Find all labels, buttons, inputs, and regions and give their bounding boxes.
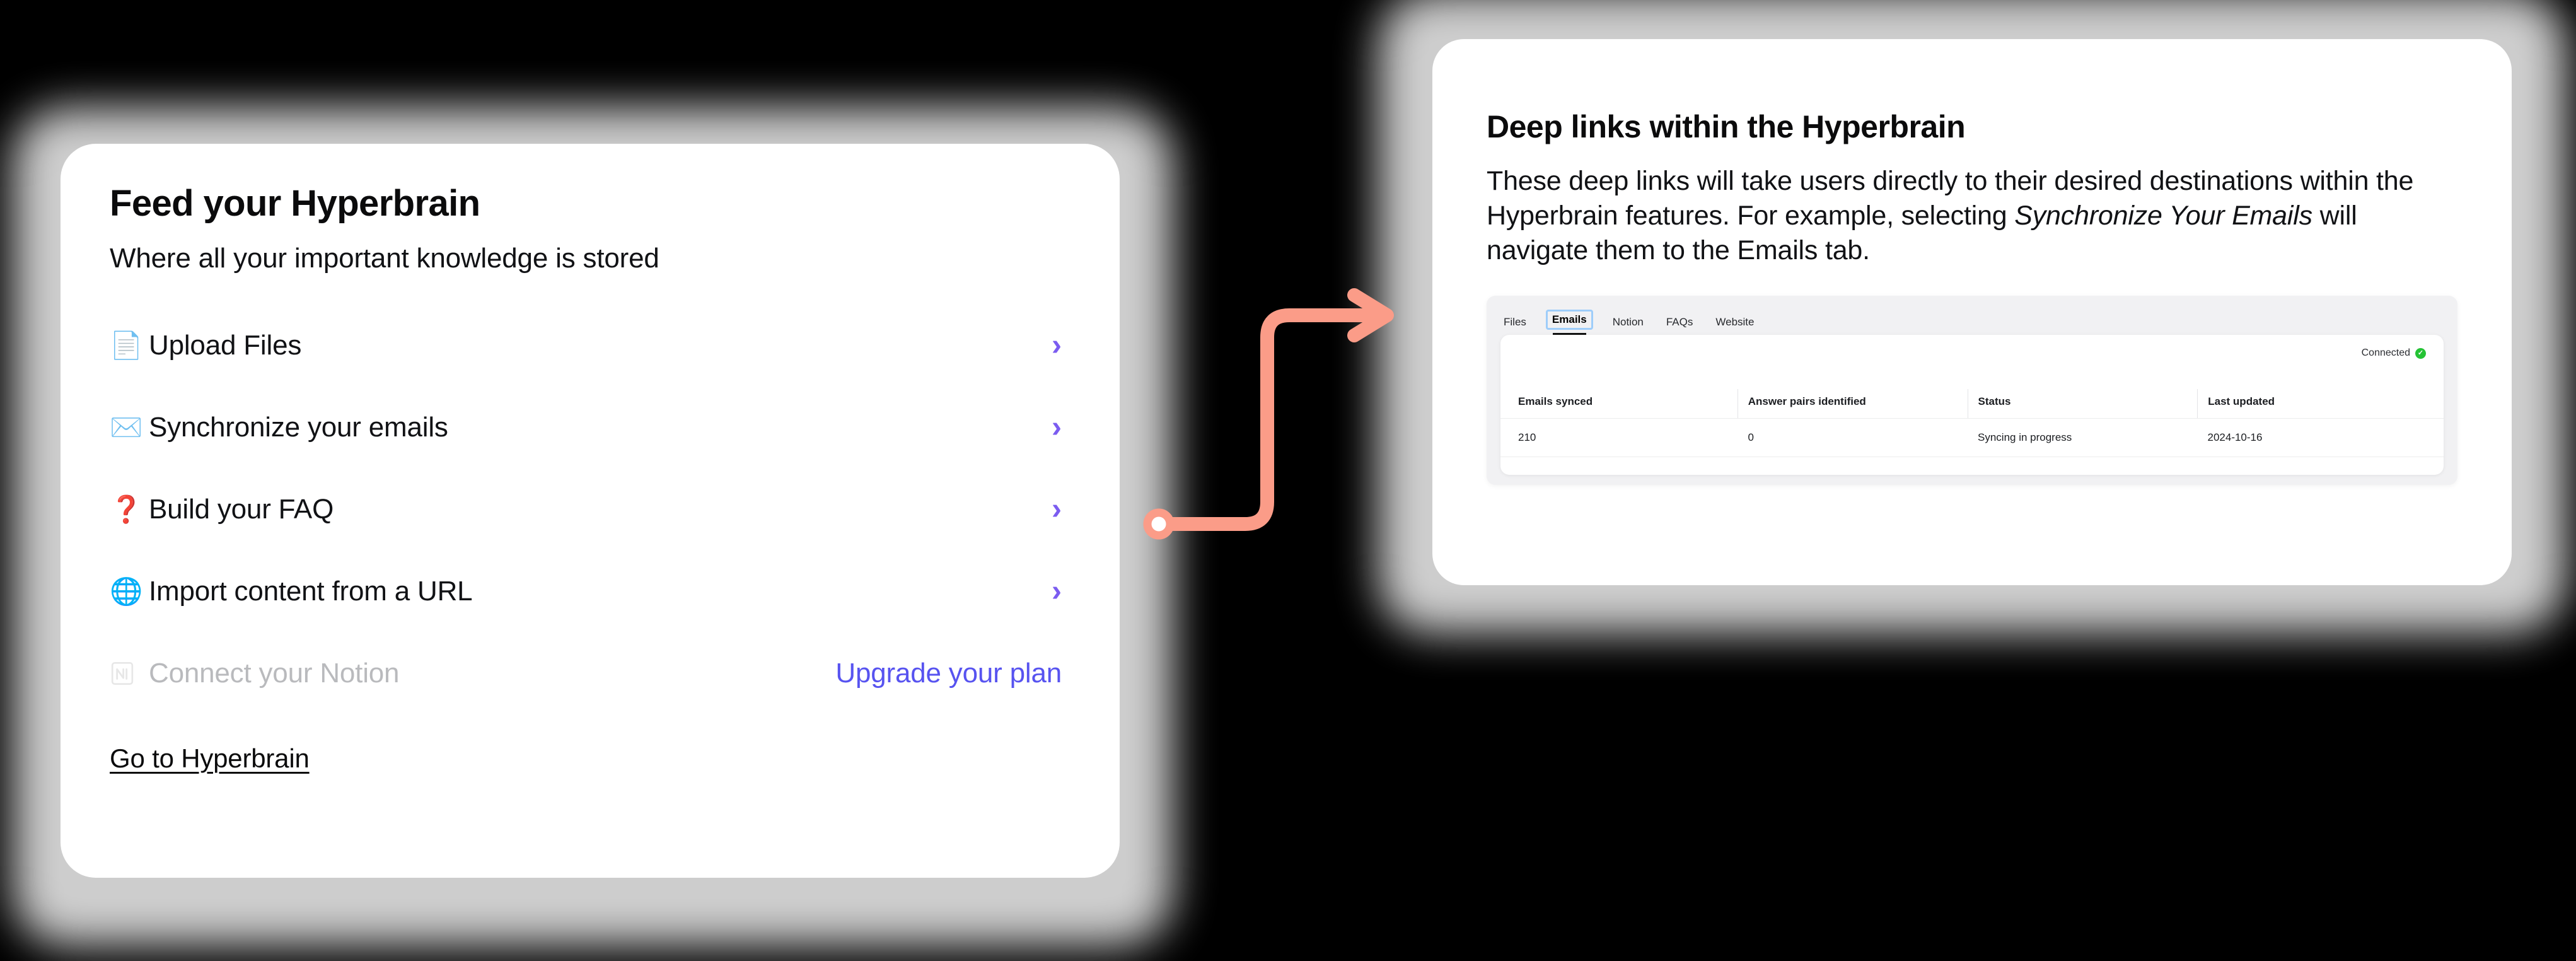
cell-emails-synced: 210 <box>1518 431 1536 444</box>
tab-faqs[interactable]: FAQs <box>1666 316 1693 329</box>
table-row: 210 0 Syncing in progress 2024-10-16 <box>1500 418 2444 458</box>
list-item-label: Upload Files <box>149 329 302 361</box>
upgrade-plan-link[interactable]: Upgrade your plan <box>835 657 1062 689</box>
table-header-row: Emails synced Answer pairs identified St… <box>1500 389 2444 419</box>
document-icon: 📄 <box>110 330 143 360</box>
cell-last-updated: 2024-10-16 <box>2207 431 2263 444</box>
feed-hyperbrain-card: Feed your Hyperbrain Where all your impo… <box>61 144 1120 878</box>
list-item-label: Connect your Notion <box>149 657 400 689</box>
list-item-connect-notion: Connect your Notion Upgrade your plan <box>110 632 1070 714</box>
page-title: Feed your Hyperbrain <box>110 183 480 224</box>
list-item-build-faq[interactable]: ❓ Build your FAQ › <box>110 469 1070 550</box>
list-item-import-url[interactable]: 🌐 Import content from a URL › <box>110 550 1070 632</box>
chevron-right-icon[interactable]: › <box>1052 328 1062 362</box>
connection-status: Connected ✓ <box>2362 347 2426 359</box>
envelope-icon: ✉️ <box>110 412 143 442</box>
list-item-label: Synchronize your emails <box>149 411 448 443</box>
chevron-right-icon[interactable]: › <box>1052 492 1062 526</box>
tab-files[interactable]: Files <box>1504 316 1526 329</box>
tab-notion[interactable]: Notion <box>1612 316 1644 329</box>
list-item-synchronize-emails[interactable]: ✉️ Synchronize your emails › <box>110 387 1070 469</box>
annotation-title: Deep links within the Hyperbrain <box>1487 109 1966 144</box>
list-item-upload-files[interactable]: 📄 Upload Files › <box>110 305 1070 387</box>
annotation-body-emphasis: Synchronize Your Emails <box>2014 201 2312 231</box>
deep-links-annotation-card: Deep links within the Hyperbrain These d… <box>1432 39 2512 585</box>
notion-icon <box>110 661 149 686</box>
column-header-emails-synced: Emails synced <box>1518 395 1593 408</box>
globe-icon: 🌐 <box>110 576 143 606</box>
annotation-body-part2: will navigate them to the Emails tab. <box>1487 201 2357 266</box>
chevron-right-icon[interactable]: › <box>1052 410 1062 444</box>
emails-sync-table: Emails synced Answer pairs identified St… <box>1500 389 2444 458</box>
status-badge-label: Connected <box>2361 347 2410 359</box>
screenshot-tab-bar: Files Emails Notion FAQs Website <box>1487 296 2457 336</box>
knowledge-source-list: 📄 Upload Files › ✉️ Synchronize your ema… <box>110 305 1070 714</box>
check-circle-icon: ✓ <box>2415 347 2426 359</box>
annotation-body-part1: These deep links will take users directl… <box>1487 166 2414 231</box>
column-header-status: Status <box>1967 389 2198 419</box>
column-header-last-updated: Last updated <box>2197 389 2427 419</box>
cell-status: Syncing in progress <box>1978 431 2072 444</box>
embedded-product-screenshot: Files Emails Notion FAQs Website Connect… <box>1487 296 2457 486</box>
annotation-body: These deep links will take users directl… <box>1487 164 2457 268</box>
list-item-label: Build your FAQ <box>149 493 334 525</box>
list-item-label: Import content from a URL <box>149 575 473 607</box>
chevron-right-icon[interactable]: › <box>1052 574 1062 608</box>
cell-answer-pairs: 0 <box>1748 431 1754 444</box>
tab-website[interactable]: Website <box>1715 316 1755 329</box>
column-header-answer-pairs: Answer pairs identified <box>1737 389 1968 419</box>
go-to-hyperbrain-link[interactable]: Go to Hyperbrain <box>110 743 310 773</box>
tab-emails[interactable]: Emails <box>1545 310 1593 336</box>
page-subtitle: Where all your important knowledge is st… <box>110 242 659 274</box>
question-mark-icon: ❓ <box>110 494 143 524</box>
emails-panel: Connected ✓ Emails synced Answer pairs i… <box>1500 335 2444 475</box>
